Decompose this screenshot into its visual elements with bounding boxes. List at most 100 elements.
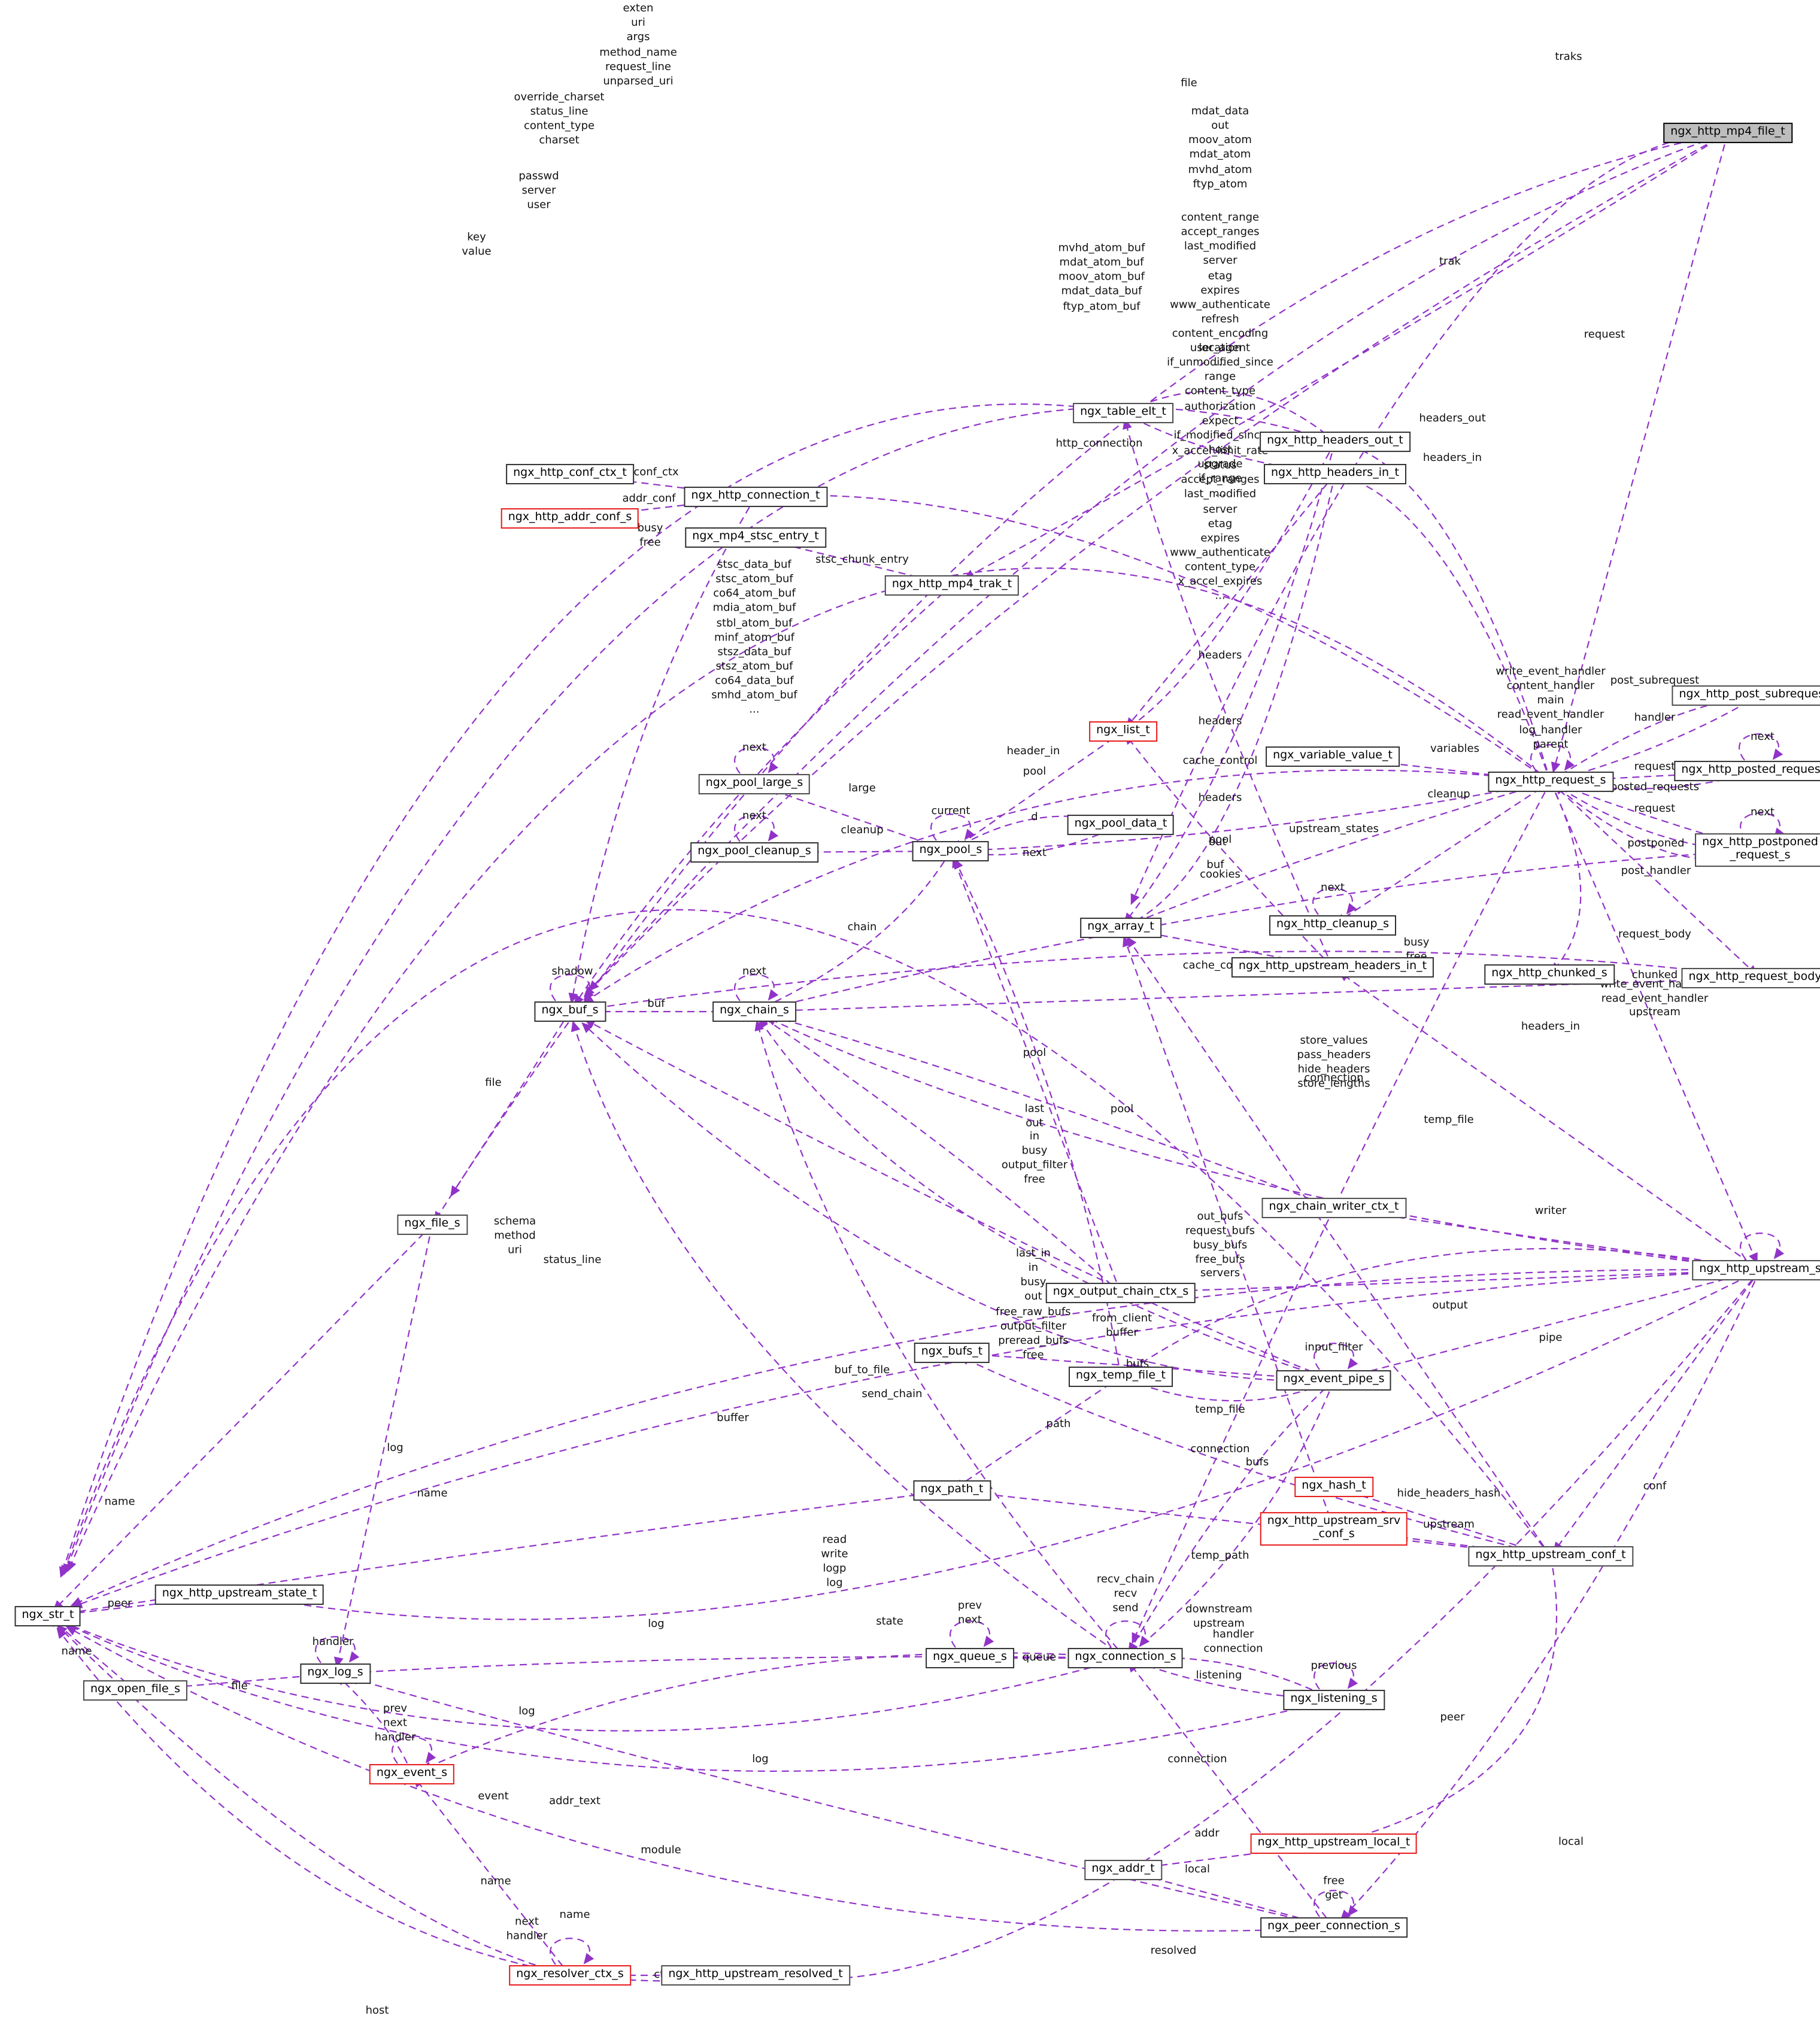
edge-line-upstream-event_pipe [1339, 1269, 1761, 1381]
edge-line-conn-str [62, 1621, 1126, 1732]
edge-line-event-log [336, 1674, 413, 1775]
node-ngx_hash_t[interactable]: ngx_hash_t [1294, 1477, 1373, 1497]
edge-line-mp4_file-array [1130, 132, 1728, 905]
edge-line-http_conn-buf [568, 496, 756, 1004]
edge-line-upstream-up_state [257, 1270, 1761, 1620]
edge-line-req_body-buf [589, 951, 1761, 1012]
node-ngx_list_t[interactable]: ngx_list_t [1089, 721, 1157, 742]
edge-line-pool_cleanup-pool_cleanup [734, 815, 779, 842]
edge-line-file-str [53, 1224, 433, 1611]
node-ngx_http_upstream_headers_in_t[interactable]: ngx_http_upstream_headers_in_t [1231, 957, 1434, 977]
node-ngx_pool_s[interactable]: ngx_pool_s [912, 841, 990, 861]
node-ngx_chain_writer_ctx_t[interactable]: ngx_chain_writer_ctx_t [1261, 1198, 1406, 1218]
node-ngx_http_connection_t[interactable]: ngx_http_connection_t [684, 487, 827, 507]
edge-line-peer_conn-peer_conn [1314, 1890, 1358, 1917]
edge-line-upstream-chain [765, 1016, 1761, 1271]
node-ngx_http_upstream_resolved_t[interactable]: ngx_http_upstream_resolved_t [661, 1965, 850, 1986]
edge-line-post_subreq-request [1553, 695, 1760, 783]
edge-line-listening-listening [1314, 1662, 1358, 1690]
node-ngx_log_s[interactable]: ngx_log_s [300, 1663, 371, 1684]
node-ngx_http_headers_out_t[interactable]: ngx_http_headers_out_t [1260, 432, 1410, 452]
node-ngx_pool_data_t[interactable]: ngx_pool_data_t [1067, 815, 1175, 835]
node-ngx_http_upstream_conf_t[interactable]: ngx_http_upstream_conf_t [1468, 1546, 1633, 1566]
node-ngx_http_posted_request_s[interactable]: ngx_http_posted_request_s [1674, 761, 1820, 781]
node-ngx_http_post_subrequest_t[interactable]: ngx_http_post_subrequest_t [1672, 685, 1820, 706]
node-ngx_http_postponed_request_s[interactable]: ngx_http_postponed _request_s [1695, 833, 1820, 867]
edge-line-event_pipe-event_pipe [1314, 1343, 1358, 1370]
edge-line-upstream-peer_conn [1340, 1270, 1761, 1921]
node-ngx_open_file_s[interactable]: ngx_open_file_s [83, 1680, 188, 1701]
edge-line-out_chain-pool [952, 857, 1122, 1294]
edge-line-upstream-out_chain [1129, 1269, 1761, 1297]
node-ngx_array_t[interactable]: ngx_array_t [1080, 918, 1161, 938]
node-ngx_http_upstream_local_t[interactable]: ngx_http_upstream_local_t [1250, 1833, 1418, 1854]
edge-line-pool-pool [930, 813, 975, 841]
edge-line-postponed_req-chain [770, 849, 1761, 1010]
node-ngx_chain_s[interactable]: ngx_chain_s [712, 1001, 796, 1022]
node-ngx_mp4_stsc_entry_t[interactable]: ngx_mp4_stsc_entry_t [685, 527, 826, 548]
node-ngx_temp_file_t[interactable]: ngx_temp_file_t [1069, 1367, 1173, 1387]
edge-line-request-chunked [1550, 781, 1582, 974]
edge-line-mp4_trak-buf [574, 585, 953, 1006]
edge-line-up_srv_conf-array [1123, 936, 1335, 1529]
edge-line-mp4_file-file [450, 132, 1728, 1197]
node-ngx_http_upstream_s[interactable]: ngx_http_upstream_s [1692, 1260, 1820, 1280]
node-ngx_str_t[interactable]: ngx_str_t [14, 1606, 81, 1626]
node-ngx_variable_value_t[interactable]: ngx_variable_value_t [1266, 746, 1400, 767]
edge-line-request-upstream [1549, 781, 1758, 1264]
edge-line-request-str [67, 567, 1551, 1572]
node-ngx_pool_cleanup_s[interactable]: ngx_pool_cleanup_s [690, 842, 818, 863]
edge-line-headers_out-table_elt [1126, 390, 1336, 442]
edge-line-resolver-resolver [550, 1938, 594, 1965]
node-ngx_peer_connection_s[interactable]: ngx_peer_connection_s [1260, 1917, 1408, 1938]
edge-line-request-req_body [1550, 781, 1758, 976]
edge-line-chain-chain [734, 974, 779, 1001]
edge-line-upstream-temp_file [1127, 1247, 1761, 1373]
edge-line-headers_in-table_elt [1124, 414, 1336, 475]
node-ngx_event_s[interactable]: ngx_event_s [369, 1764, 455, 1784]
edge-line-resolver-event [413, 1776, 571, 1976]
node-ngx_http_mp4_trak_t[interactable]: ngx_http_mp4_trak_t [884, 575, 1020, 596]
edge-line-headers_out-list [1124, 441, 1336, 731]
edge-line-upstream-str [70, 1269, 1761, 1607]
node-ngx_pool_large_s[interactable]: ngx_pool_large_s [698, 774, 811, 794]
node-ngx_http_mp4_file_t[interactable]: ngx_http_mp4_file_t [1663, 123, 1792, 143]
node-ngx_buf_s[interactable]: ngx_buf_s [534, 1001, 606, 1022]
node-ngx_listening_s[interactable]: ngx_listening_s [1283, 1690, 1385, 1710]
edge-line-headers_out-array [1124, 441, 1336, 924]
edge-line-request-headers_out [1337, 439, 1552, 782]
node-ngx_resolver_ctx_s[interactable]: ngx_resolver_ctx_s [509, 1965, 631, 1986]
edge-line-conn-log [345, 1656, 1126, 1678]
node-ngx_http_conf_ctx_t[interactable]: ngx_http_conf_ctx_t [506, 464, 634, 484]
node-ngx_http_cleanup_s[interactable]: ngx_http_cleanup_s [1269, 915, 1396, 936]
edge-line-event_pipe-buf [584, 1019, 1334, 1382]
node-ngx_http_request_s[interactable]: ngx_http_request_s [1488, 772, 1613, 792]
edge-line-conn-chain [754, 1019, 1126, 1659]
node-ngx_addr_t[interactable]: ngx_addr_t [1084, 1860, 1162, 1880]
node-ngx_file_s[interactable]: ngx_file_s [397, 1215, 468, 1235]
edge-line-posted_req-posted_req [1739, 733, 1783, 761]
edge-line-postponed_req-postponed_req [1740, 812, 1785, 840]
edge-line-upstream-up_headers_in [1338, 971, 1761, 1271]
edge-line-event_pipe-chain [758, 1018, 1334, 1382]
node-ngx_queue_s[interactable]: ngx_queue_s [926, 1648, 1014, 1668]
node-ngx_table_elt_t[interactable]: ngx_table_elt_t [1073, 403, 1173, 423]
node-ngx_output_chain_ctx_s[interactable]: ngx_output_chain_ctx_s [1045, 1283, 1196, 1303]
node-ngx_http_upstream_state_t[interactable]: ngx_http_upstream_state_t [154, 1584, 324, 1605]
node-ngx_http_chunked_s[interactable]: ngx_http_chunked_s [1484, 964, 1615, 985]
node-ngx_connection_s[interactable]: ngx_connection_s [1067, 1648, 1184, 1668]
node-ngx_event_pipe_s[interactable]: ngx_event_pipe_s [1276, 1370, 1392, 1391]
edge-line-upstream-up_conf [1553, 1270, 1761, 1553]
edge-line-out_chain-chain [759, 1015, 1121, 1294]
node-ngx_http_addr_conf_s[interactable]: ngx_http_addr_conf_s [500, 508, 639, 529]
node-ngx_http_headers_in_t[interactable]: ngx_http_headers_in_t [1264, 464, 1406, 484]
edge-line-http_cleanup-http_cleanup [1312, 888, 1357, 915]
node-ngx_http_request_body_t[interactable]: ngx_http_request_body_t [1681, 968, 1820, 988]
edge-line-request-http_cleanup [1334, 781, 1551, 924]
node-ngx_bufs_t[interactable]: ngx_bufs_t [914, 1343, 990, 1363]
edge-line-mp4_file-mp4_trak [963, 132, 1728, 579]
node-ngx_path_t[interactable]: ngx_path_t [913, 1480, 991, 1501]
node-ngx_http_upstream_srv_conf_s[interactable]: ngx_http_upstream_srv _conf_s [1260, 1512, 1408, 1546]
